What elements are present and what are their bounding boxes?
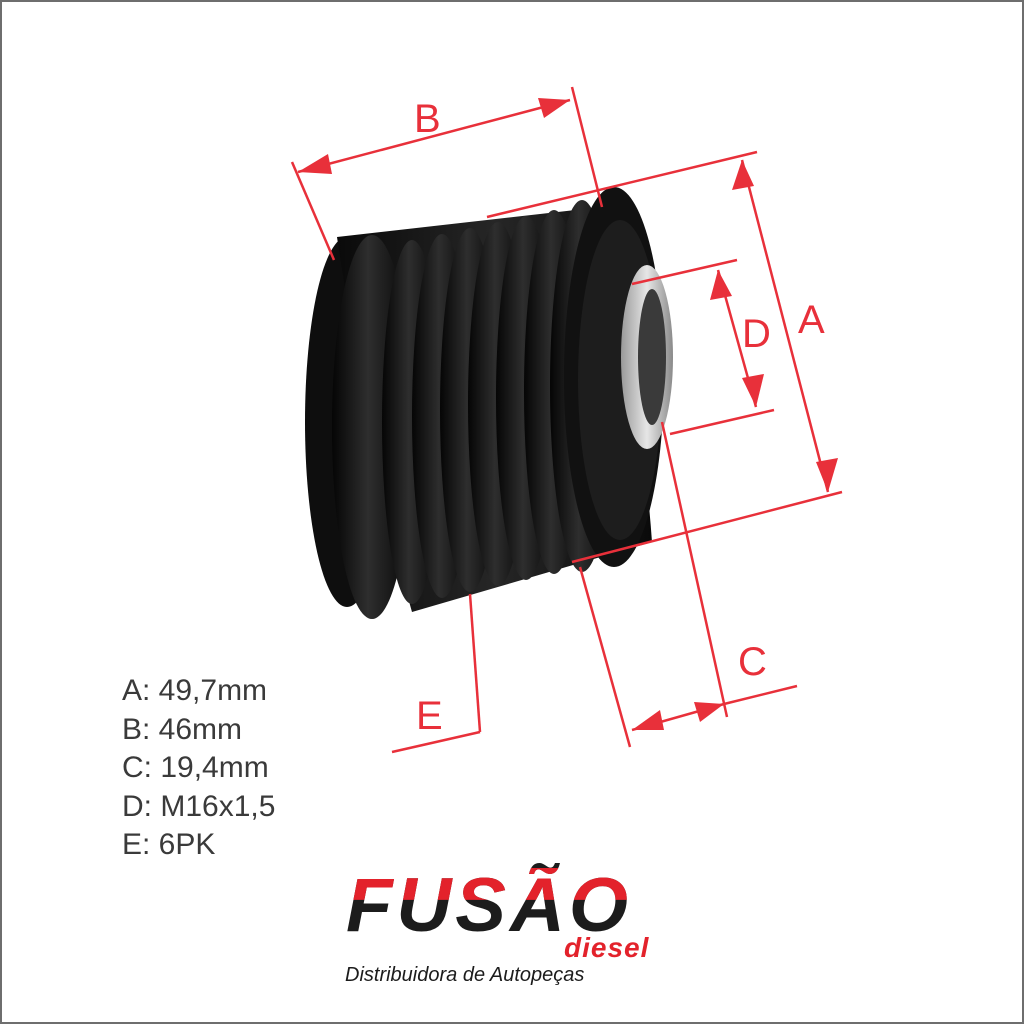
dimension-arrows (298, 98, 838, 730)
dim-label-c: C (738, 640, 767, 684)
arrow-c-right (694, 702, 724, 722)
dim-b-ext-left (290, 161, 336, 261)
dim-a-ext-bottom (571, 490, 843, 564)
dim-a-ext-top (486, 150, 758, 219)
logo-wordmark: FUSÃO (346, 863, 632, 948)
dim-label-a: A (798, 298, 825, 342)
dim-label-e: E (416, 694, 443, 738)
dim-label-b: B (414, 97, 441, 141)
arrow-a-bottom (816, 458, 838, 492)
arrow-c-left (632, 710, 664, 730)
arrow-d-bottom (742, 374, 764, 407)
dim-c-tail (723, 684, 798, 706)
logo-tagline: Distribuidora de Autopeças (345, 964, 585, 986)
dim-c-ext-left (578, 566, 632, 748)
spec-c: C: 19,4mm (122, 751, 269, 784)
spec-e: E: 6PK (122, 828, 216, 861)
arrow-b-right (538, 98, 570, 118)
brand-logo: FUSÃO FUSÃO diesel Distribuidora de Auto… (342, 862, 702, 992)
spec-list: A: 49,7mm B: 46mm C: 19,4mm D: M16x1,5 E… (122, 672, 275, 865)
dim-a-line (740, 159, 830, 493)
pulley-part (305, 187, 673, 619)
logo-subbrand: diesel (564, 932, 650, 963)
dim-b-line (297, 98, 571, 174)
dim-e-leader (468, 593, 482, 733)
dim-e-tail (391, 730, 481, 754)
dim-d-ext-bottom (669, 408, 775, 436)
dim-c-ext-right (660, 421, 729, 718)
dim-d-ext-top (631, 258, 738, 286)
logo-wordmark-highlight: FUSÃO (346, 863, 632, 948)
arrow-d-top (710, 270, 732, 300)
spec-d: D: M16x1,5 (122, 789, 276, 823)
arrow-a-top (732, 160, 754, 190)
dim-b-ext-right (570, 86, 604, 208)
arrow-b-left (298, 154, 332, 174)
spec-b: B: 46mm (122, 712, 243, 746)
dim-label-d: D (742, 312, 771, 356)
spec-a: A: 49,7mm (122, 674, 268, 707)
pulley-hub-bore (638, 289, 666, 425)
